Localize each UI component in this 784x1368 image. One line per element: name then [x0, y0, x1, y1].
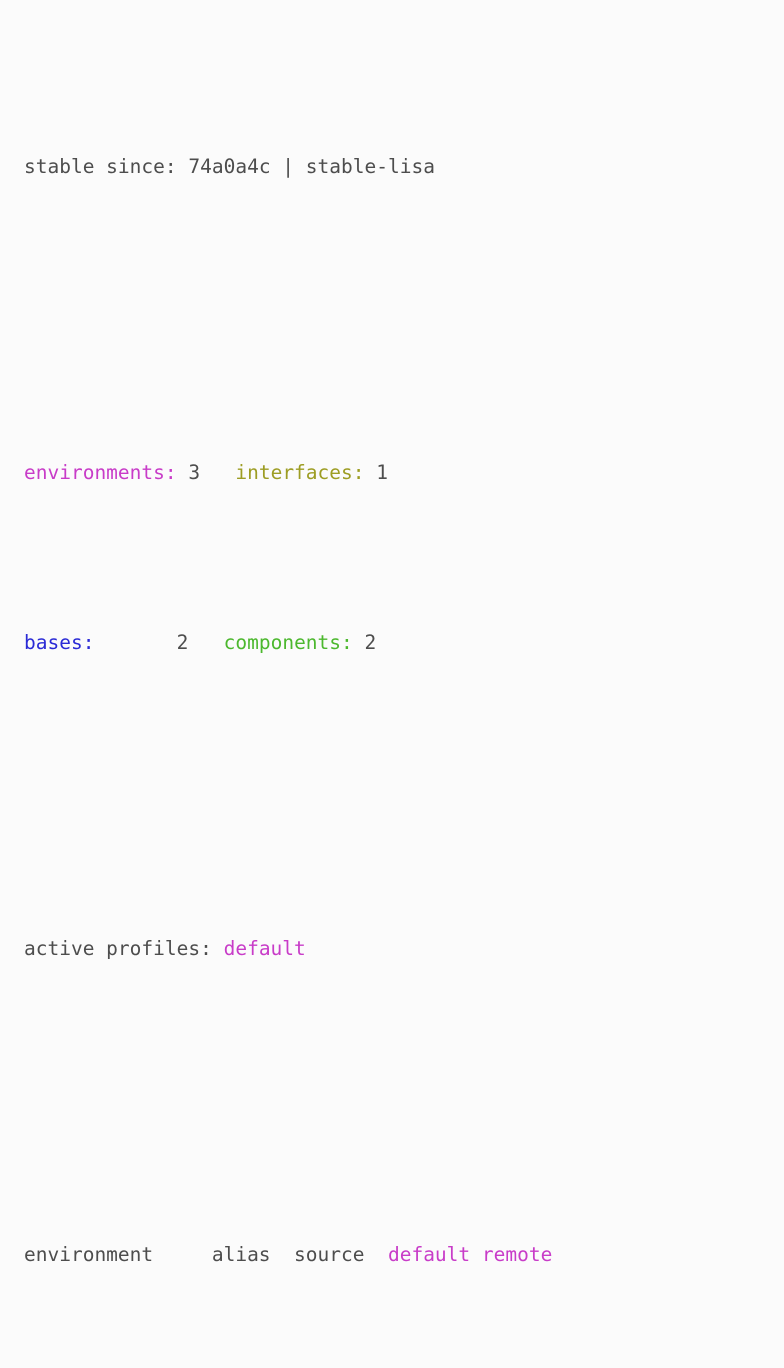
stable-since-separator: |	[270, 155, 306, 178]
env-gap-3	[365, 461, 377, 484]
spacer	[24, 1068, 784, 1102]
hdr-gap-4	[470, 1243, 482, 1266]
stable-since-sha: 74a0a4c	[188, 155, 271, 178]
stable-since-label: stable since:	[24, 155, 189, 178]
bases-gap-2	[188, 631, 223, 654]
bases-label: bases:	[24, 631, 95, 654]
env-gap-1	[177, 461, 189, 484]
counts-line-bases-components: bases: 2 components: 2	[24, 626, 784, 660]
components-value: 2	[364, 631, 377, 654]
header-source: source	[294, 1243, 365, 1266]
hdr-gap-3	[364, 1243, 387, 1266]
active-profiles-line: active profiles: default	[24, 932, 784, 966]
hdr-gap-1	[153, 1243, 212, 1266]
header-alias: alias	[211, 1243, 271, 1266]
active-profiles-label: active profiles:	[24, 937, 224, 960]
header-environment: environment	[24, 1243, 154, 1266]
environments-value: 3	[188, 461, 201, 484]
stable-since-tag: stable-lisa	[305, 155, 435, 178]
bases-value: 2	[176, 631, 189, 654]
hdr-gap-2	[271, 1243, 294, 1266]
components-label: components:	[223, 631, 353, 654]
stable-since-line: stable since: 74a0a4c | stable-lisa	[24, 150, 784, 184]
active-profiles-value: default	[223, 937, 306, 960]
bases-gap-3	[353, 631, 365, 654]
bases-gap-1	[94, 631, 176, 654]
spacer	[24, 286, 784, 320]
header-default: default	[387, 1243, 471, 1266]
interfaces-label: interfaces:	[235, 461, 365, 484]
env-gap-2	[200, 461, 235, 484]
interfaces-value: 1	[376, 461, 388, 484]
spacer	[24, 762, 784, 796]
counts-line-environments-interfaces: environments: 3 interfaces: 1	[24, 456, 784, 490]
environments-label: environments:	[24, 461, 177, 484]
header-remote: remote	[481, 1243, 553, 1266]
environment-table-header: environment alias source default remote	[24, 1238, 784, 1272]
